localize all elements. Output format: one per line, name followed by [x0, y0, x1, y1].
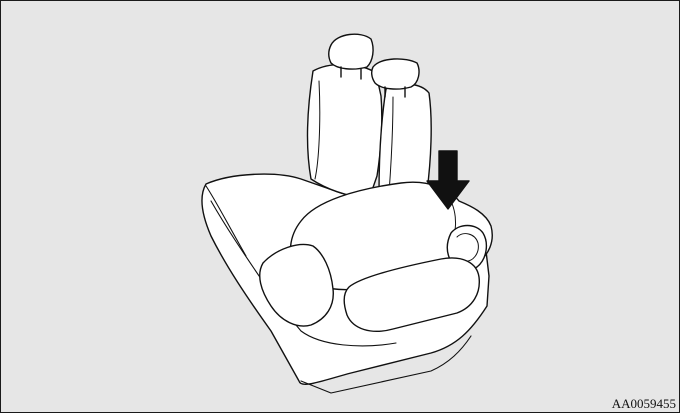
left-seatback [307, 64, 381, 199]
figure-code: AA0059455 [612, 397, 676, 410]
